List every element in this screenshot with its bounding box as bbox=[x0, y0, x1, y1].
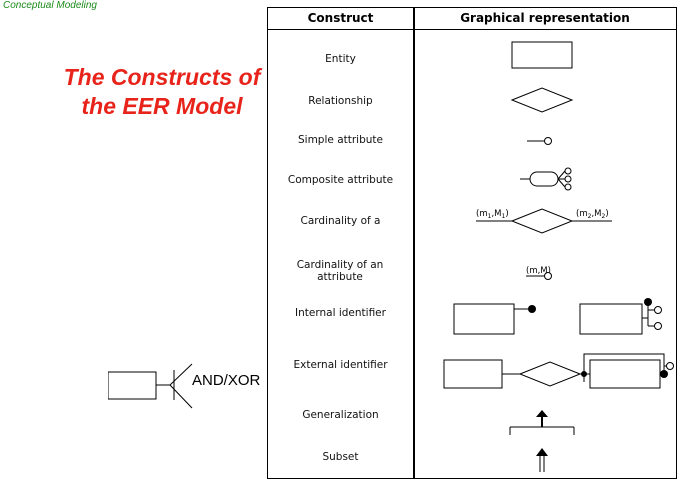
row-relationship: Relationship bbox=[308, 95, 373, 107]
entity-symbol bbox=[511, 41, 573, 69]
generalization-arrowhead bbox=[536, 410, 548, 417]
graphical-column: (m1,M1) (m2,M2) (m,M) bbox=[443, 41, 674, 472]
internal-id-attr-circle-2 bbox=[654, 322, 662, 330]
internal-id-dot-1 bbox=[528, 305, 536, 313]
column-divider bbox=[413, 8, 415, 478]
and-xor-branch-bottom bbox=[169, 384, 193, 409]
composite-sub-circle-2 bbox=[564, 175, 572, 183]
composite-sub-circle-3 bbox=[564, 183, 572, 191]
header-graphical: Graphical representation bbox=[460, 11, 630, 25]
external-id-attr-circle bbox=[666, 362, 674, 370]
internal-id-entity-2 bbox=[579, 303, 643, 335]
row-simple-attribute: Simple attribute bbox=[298, 134, 383, 146]
external-id-entity-2 bbox=[589, 359, 661, 389]
and-xor-symbol: AND/XOR bbox=[107, 362, 288, 412]
cardinality-relationship-symbol bbox=[510, 208, 574, 234]
header-construct: Construct bbox=[307, 11, 374, 25]
internal-id-attr-circle-1 bbox=[654, 306, 662, 314]
page-title: The Constructs of the EER Model bbox=[52, 63, 272, 121]
external-id-dot-2 bbox=[660, 370, 668, 378]
external-id-relationship bbox=[518, 361, 582, 387]
row-external-identifier: External identifier bbox=[293, 359, 388, 371]
title-line-2: the EER Model bbox=[81, 93, 243, 119]
row-cardinality-relationship: Cardinality of a bbox=[300, 215, 381, 227]
header-tag: Conceptual Modeling bbox=[3, 0, 97, 11]
internal-id-dot-2 bbox=[644, 298, 652, 306]
title-line-1: The Constructs of bbox=[63, 64, 261, 90]
and-xor-branch-top bbox=[169, 363, 193, 386]
external-id-bracket bbox=[583, 353, 665, 374]
internal-id-entity-1 bbox=[453, 303, 515, 335]
simple-attribute-circle bbox=[544, 137, 552, 145]
cardinality-attribute-label: (m,M) bbox=[526, 266, 551, 276]
row-generalization: Generalization bbox=[302, 409, 379, 421]
and-xor-label: AND/XOR bbox=[192, 372, 261, 389]
and-xor-diagram bbox=[107, 363, 193, 409]
and-xor-entity-box bbox=[107, 371, 157, 400]
row-subset: Subset bbox=[322, 451, 359, 463]
row-internal-identifier: Internal identifier bbox=[295, 307, 386, 319]
cardinality-attribute-circle bbox=[544, 272, 552, 280]
constructs-table: Construct Graphical representation Entit… bbox=[267, 7, 677, 479]
composite-sub-line-1 bbox=[557, 170, 566, 180]
external-id-entity-1 bbox=[443, 359, 503, 389]
relationship-symbol bbox=[510, 87, 574, 113]
cardinality-label-right: (m2,M2) bbox=[576, 209, 609, 220]
row-entity: Entity bbox=[325, 53, 356, 65]
subset-arrowhead bbox=[536, 448, 548, 456]
row-composite-attribute: Composite attribute bbox=[287, 174, 394, 186]
cardinality-label-left: (m1,M1) bbox=[476, 209, 509, 220]
row-cardinality-attribute: Cardinality of an attribute bbox=[296, 259, 384, 283]
composite-sub-circle-1 bbox=[564, 167, 572, 175]
composite-attribute-oval bbox=[529, 171, 559, 187]
table-header: Construct Graphical representation bbox=[268, 8, 676, 30]
external-id-dot-1 bbox=[581, 371, 587, 377]
composite-sub-line-3 bbox=[557, 178, 566, 188]
